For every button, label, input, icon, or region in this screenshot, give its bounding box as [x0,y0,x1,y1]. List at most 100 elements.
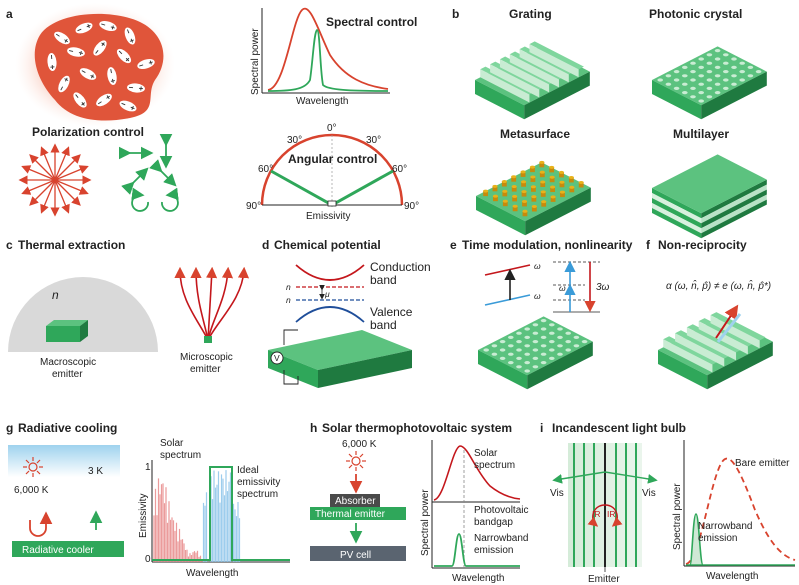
crystal-hole [532,323,539,327]
minus-sign [69,50,74,52]
crystal-hole [731,82,737,86]
crystal-hole [516,340,522,344]
minus-sign [75,94,79,98]
meta-pillar-top [511,185,517,189]
crystal-hole [499,356,506,360]
atmospheric-window-bars [202,470,241,562]
crystal-hole [657,78,663,82]
nh-label: n [286,295,291,305]
crystal-hole [731,57,737,61]
unpolarized-emission [18,143,92,217]
polarization-states [119,134,179,212]
starburst-ray [29,154,56,181]
ne-label: n [286,282,291,292]
panel-h-letter: h [310,421,317,435]
g-xlabel: Wavelength [186,568,238,579]
i-narrowband-curve [686,513,704,566]
panel-a: a Spectral control Spectral power Wavele… [6,3,419,222]
angle-60-left: 60° [258,164,273,175]
meta-pillar-top [492,184,498,188]
meta-pillar-top [550,195,556,199]
crystal-hole [532,340,539,344]
grating-structure [475,41,590,120]
crystal-hole [540,335,547,339]
panel-g: g Radiative cooling 6,000 K 3 K Radiativ… [6,421,290,579]
panel-e: e Time modulation, nonlinearity ω ω ω 3ω [450,238,633,390]
meta-pillar-side [530,167,535,173]
grating-ridge-face [490,64,540,98]
crystal-hole [508,352,514,356]
f-ridge-top [663,336,719,365]
starburst-ray [54,154,81,181]
layer-front [652,203,702,234]
crystal-hole [698,57,704,61]
dipole [75,22,93,34]
crystal-hole [714,82,721,86]
panel-f-letter: f [646,238,651,252]
grating-ridge-face [509,54,559,88]
dipole [116,48,132,64]
crystal-hole [690,95,696,99]
panel-f: f Non-reciprocity α (ω, n̂, p̂) ≠ e (ω, … [646,238,773,390]
crystal-hole [739,70,745,74]
crystal-hole [565,340,571,344]
f-ridge-face [663,339,713,373]
crystal-hole [532,348,539,352]
lower-level [484,294,531,306]
sky-band [8,445,120,477]
panel-d-letter: d [262,238,269,252]
crystal-hole [524,352,530,356]
meta-pillar-side [578,182,584,188]
meta-pillar-side [560,192,565,198]
h-solar-2: spectrum [474,460,515,471]
minus-sign [77,28,82,32]
crystal-hole [557,352,563,356]
crystal-hole [731,74,737,78]
starburst-ray [54,179,89,195]
emitter-stack [573,443,637,567]
macro-emitter-top [46,320,88,326]
crystal-hole [690,86,696,90]
crystal-hole [714,74,721,78]
meta-pillar-side [540,191,546,197]
meta-pillar-top [559,190,566,194]
starburst-ray [40,179,56,214]
multilayer-title: Multilayer [673,127,729,141]
meta-pillar-top [531,195,537,199]
meta-pillar-top [539,170,545,174]
crystal-hole [698,91,704,95]
meta-pillar-top [520,170,526,174]
crystal-hole [516,356,522,360]
non-reciprocity-title: Non-reciprocity [658,238,747,252]
crystal-hole [690,70,696,74]
meta-pillar-side [492,186,498,192]
angular-control-plot: Angular control Emissivity 0° 30° 30° 60… [246,123,419,222]
grating-ridge-face [529,44,579,78]
dipole [67,47,85,57]
meta-pillar-top [531,204,537,208]
meta-pillar-side [520,171,526,177]
vis-left-label: Vis [550,488,564,499]
dipole [99,20,117,32]
panel-g-letter: g [6,421,13,435]
plus-sign-v [64,38,68,43]
panel-h: h Solar thermophotovoltaic system 6,000 … [310,421,528,584]
f-ridge-top [675,330,731,359]
dome-n-label: n [52,288,59,302]
plus-sign-v [110,80,115,82]
sky-temperature: 3 K [88,466,103,477]
meta-pillar-side [501,181,507,187]
crystal-hole [565,348,571,352]
block-front [652,80,702,120]
crystal-hole [524,327,530,331]
spectral-xlabel: Wavelength [296,96,348,107]
spectral-title: Spectral control [326,15,417,29]
bare-emitter-curve [685,457,796,565]
crystal-hole [731,65,737,69]
pn-slab-side [318,350,412,388]
dipole [54,31,70,45]
circular-left [131,187,149,212]
h-narrowband-curve [434,533,520,567]
minus-sign [110,69,112,74]
meta-pillar-top [541,200,547,204]
